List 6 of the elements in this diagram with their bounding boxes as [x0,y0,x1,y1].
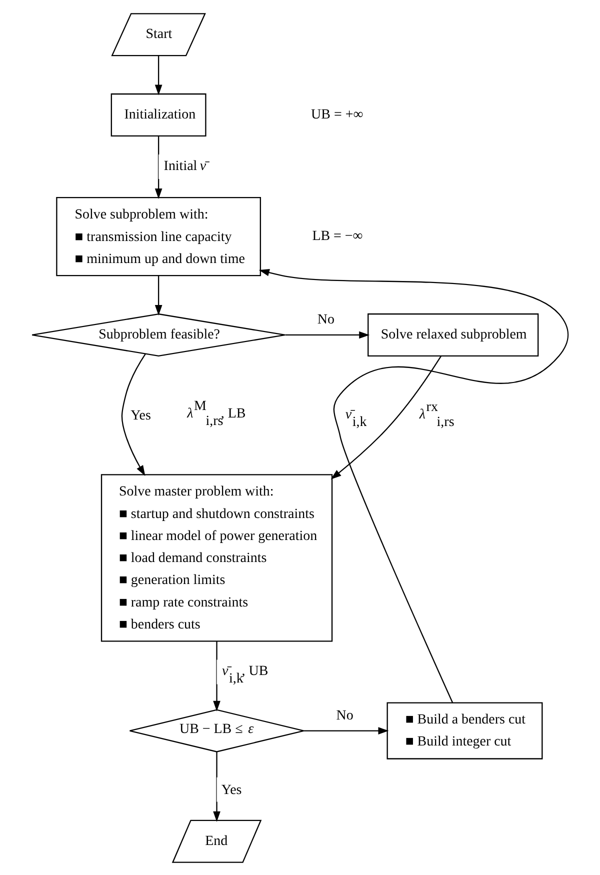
label: UB = +∞ [311,107,364,122]
edge-label: No [336,708,354,723]
edge-label: Yes [221,782,242,798]
edge-label: No [317,312,334,327]
edge-label: Yes [130,408,151,423]
label: LB = −∞ [312,228,363,244]
